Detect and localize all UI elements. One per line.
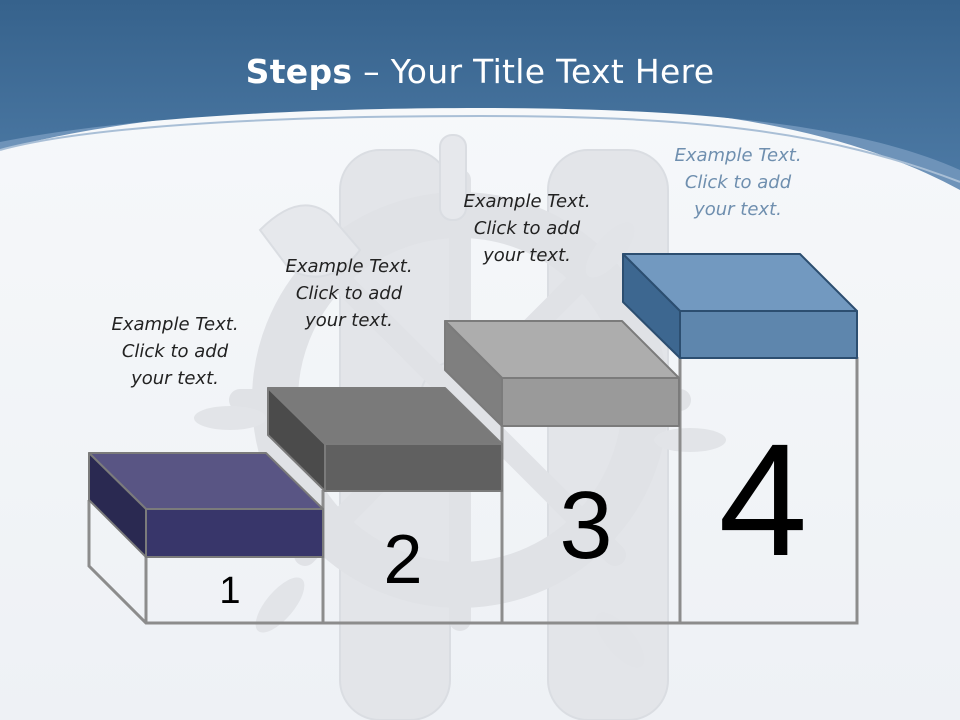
step-number-4[interactable]: 4: [718, 410, 808, 589]
caption-line: Example Text.: [285, 256, 413, 277]
caption-line: your text.: [483, 245, 571, 266]
caption-line: your text.: [305, 310, 393, 331]
header-band: [0, 0, 960, 170]
step-1-caption[interactable]: Example Text. Click to add your text.: [75, 311, 275, 392]
step-number-1[interactable]: 1: [219, 570, 241, 612]
step-number-3[interactable]: 3: [559, 472, 613, 579]
step-2-caption[interactable]: Example Text. Click to add your text.: [249, 253, 449, 334]
title-bold: Steps: [245, 52, 353, 91]
caption-line: Click to add: [473, 218, 581, 239]
step-3-caption[interactable]: Example Text. Click to add your text.: [427, 188, 627, 269]
step-block-1: [88, 452, 324, 558]
step-4-caption[interactable]: Example Text. Click to add your text.: [638, 142, 838, 223]
step-block-4: [622, 253, 858, 359]
caption-line: Click to add: [295, 283, 403, 304]
step-block-3: [444, 320, 680, 427]
step-number-2[interactable]: 2: [383, 520, 423, 598]
caption-line: Click to add: [121, 341, 229, 362]
header-edge-line: [0, 114, 960, 183]
caption-line: Click to add: [684, 172, 792, 193]
slide-title[interactable]: Steps – Your Title Text Here: [0, 52, 960, 91]
caption-line: Example Text.: [674, 145, 802, 166]
caption-line: your text.: [694, 199, 782, 220]
caption-line: your text.: [131, 368, 219, 389]
step-block-2: [267, 387, 503, 492]
title-rest: – Your Title Text Here: [352, 52, 715, 91]
caption-line: Example Text.: [111, 314, 239, 335]
caption-line: Example Text.: [463, 191, 591, 212]
